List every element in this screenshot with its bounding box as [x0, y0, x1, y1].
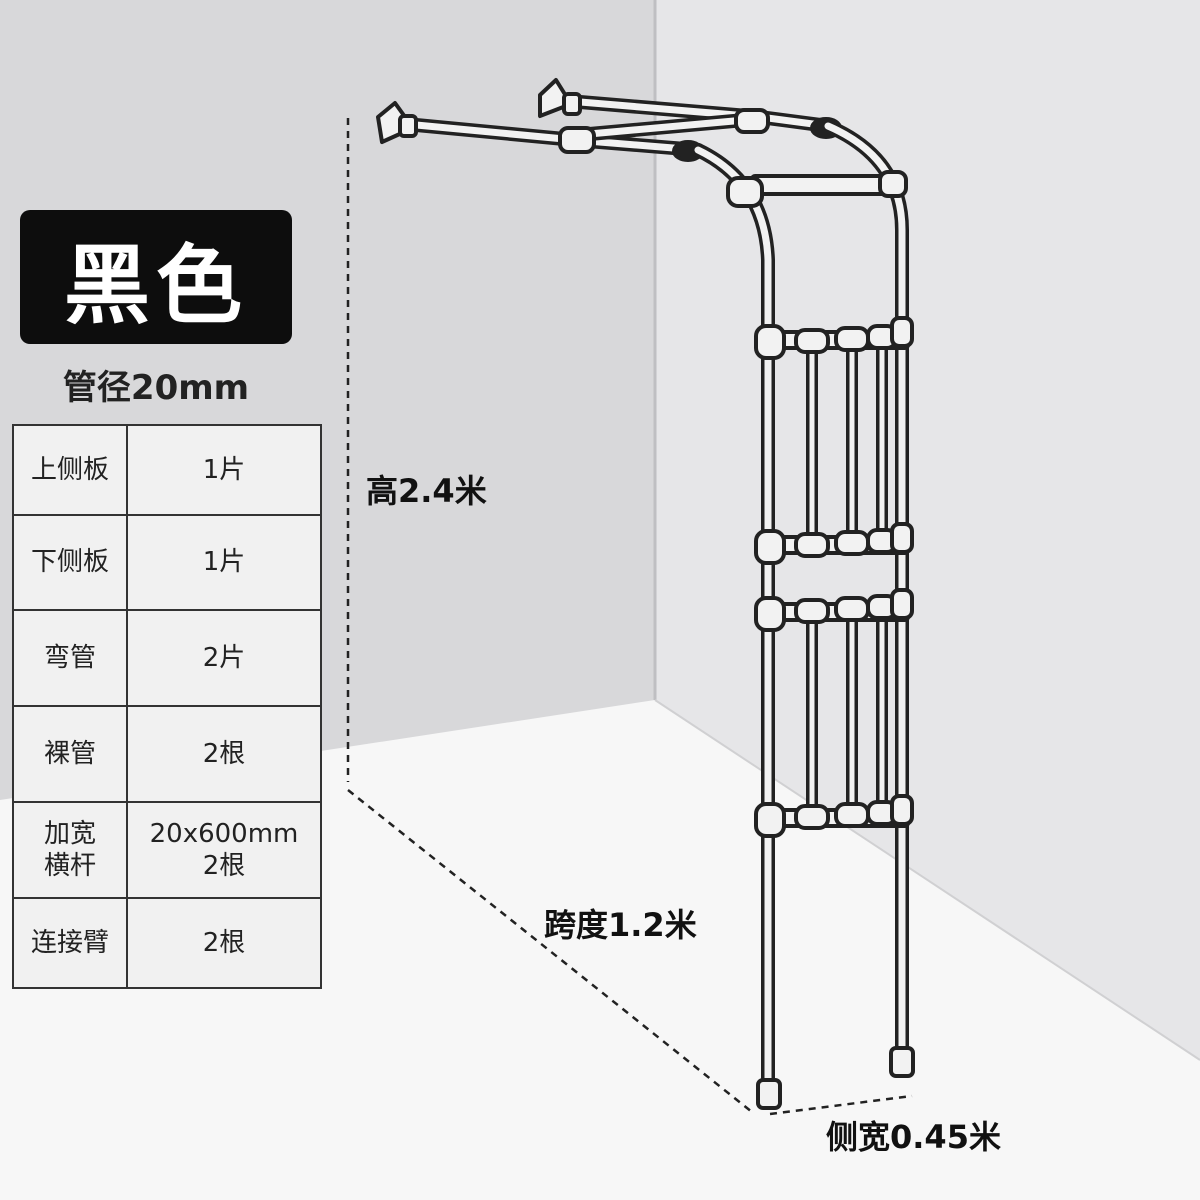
crossbar-4 [754, 794, 914, 838]
crossbar-1 [754, 316, 914, 360]
span-label: 跨度1.2米 [544, 906, 697, 944]
part-name: 下侧板 [12, 514, 128, 611]
side-width-label: 侧宽0.45米 [826, 1118, 1001, 1156]
rack-frame [376, 78, 915, 1110]
part-qty: 2片 [126, 609, 322, 707]
pipe-diameter-label: 管径20mm [62, 368, 250, 408]
part-qty: 2根 [126, 897, 322, 989]
part-name: 上侧板 [12, 424, 128, 516]
color-badge-text: 黑色 [64, 235, 248, 336]
floor-edge-line [654, 699, 1200, 1061]
side-wall [655, 0, 1200, 1200]
part-qty: 2根 [126, 705, 322, 803]
dimension-lines [346, 118, 913, 1116]
table-row: 弯管 2片 [12, 609, 322, 707]
part-name: 弯管 [12, 609, 128, 707]
part-qty: 1片 [126, 514, 322, 611]
table-row: 下侧板 1片 [12, 514, 322, 611]
crossbar-3 [754, 588, 914, 632]
foot-cap-back [889, 1046, 915, 1078]
part-qty: 1片 [126, 424, 322, 516]
part-name: 加宽横杆 [12, 801, 128, 899]
color-badge: 黑色 [20, 210, 292, 344]
foot-cap-front [756, 1078, 782, 1110]
table-row: 上侧板 1片 [12, 424, 322, 516]
part-name: 裸管 [12, 705, 128, 803]
table-row: 裸管 2根 [12, 705, 322, 803]
height-label: 高2.4米 [366, 472, 487, 510]
part-name: 连接臂 [12, 897, 128, 989]
table-row: 连接臂 2根 [12, 897, 322, 989]
crossbar-2 [754, 522, 914, 565]
